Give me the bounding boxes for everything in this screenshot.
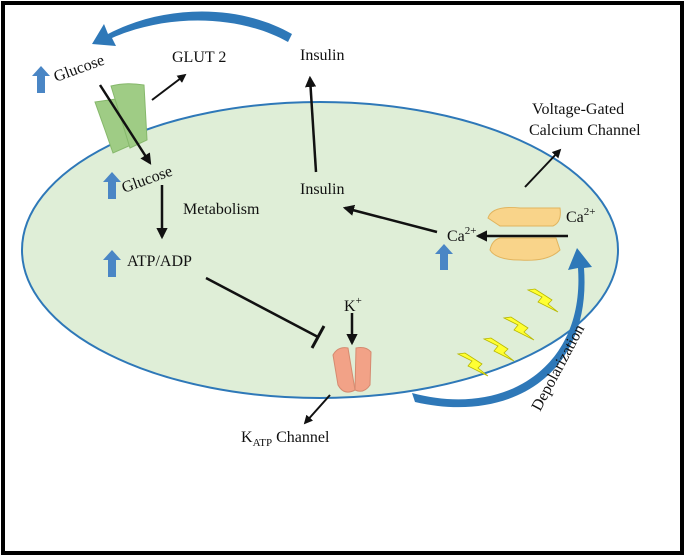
glucose-entry-arrow [98,84,152,165]
potassium-base: K [344,298,356,315]
potassium-charge: + [356,295,362,307]
calcium-inside-charge: 2+ [465,225,477,237]
insulin-release-arrow [304,75,318,173]
glut2-channel [94,83,148,154]
katp-channel [332,347,372,393]
lightning-bolt-icon [482,337,515,362]
lightning-bolt-icon [502,316,535,341]
insulin-released-label: Insulin [300,47,344,64]
atp-inhibition-line [205,276,319,339]
metabolism-label: Metabolism [183,201,260,218]
up-arrow-icon [103,172,121,199]
calcium-outside-base: Ca [566,209,584,226]
depolarization-curved-arrow [412,248,592,408]
glut2-pointer-arrow [151,73,187,101]
atp-adp-label: ATP/ADP [127,253,192,270]
calcium-to-insulin-arrow [342,204,438,234]
up-arrow-icon [103,250,121,277]
calcium-inside-label: Ca2+ [447,225,477,245]
calcium-inside-base: Ca [447,228,465,245]
katp-pointer-arrow [303,394,331,425]
calcium-outside-label: Ca2+ [566,206,596,226]
potassium-label: K+ [344,295,362,315]
voltage-gated-pointer-arrow [524,148,562,188]
lightning-bolt-icon [456,352,489,377]
lightning-bolt-icon [526,288,559,313]
katp-rest: Channel [272,429,330,446]
katp-subscript: ATP [253,437,273,449]
calcium-channel [487,207,561,261]
up-arrow-icon [32,66,50,93]
voltage-gated-label-line2: Calcium Channel [529,122,641,139]
up-arrow-icon [435,244,453,270]
katp-channel-label: KATP Channel [241,429,330,449]
inhibition-bar [310,325,326,349]
calcium-outside-charge: 2+ [584,206,596,218]
voltage-gated-label-line1: Voltage-Gated [532,101,624,118]
glut2-label: GLUT 2 [172,49,226,66]
insulin-glucose-curved-arrow [92,11,292,46]
katp-base: K [241,429,253,446]
insulin-inside-label: Insulin [300,181,344,198]
beta-cell [21,101,619,399]
